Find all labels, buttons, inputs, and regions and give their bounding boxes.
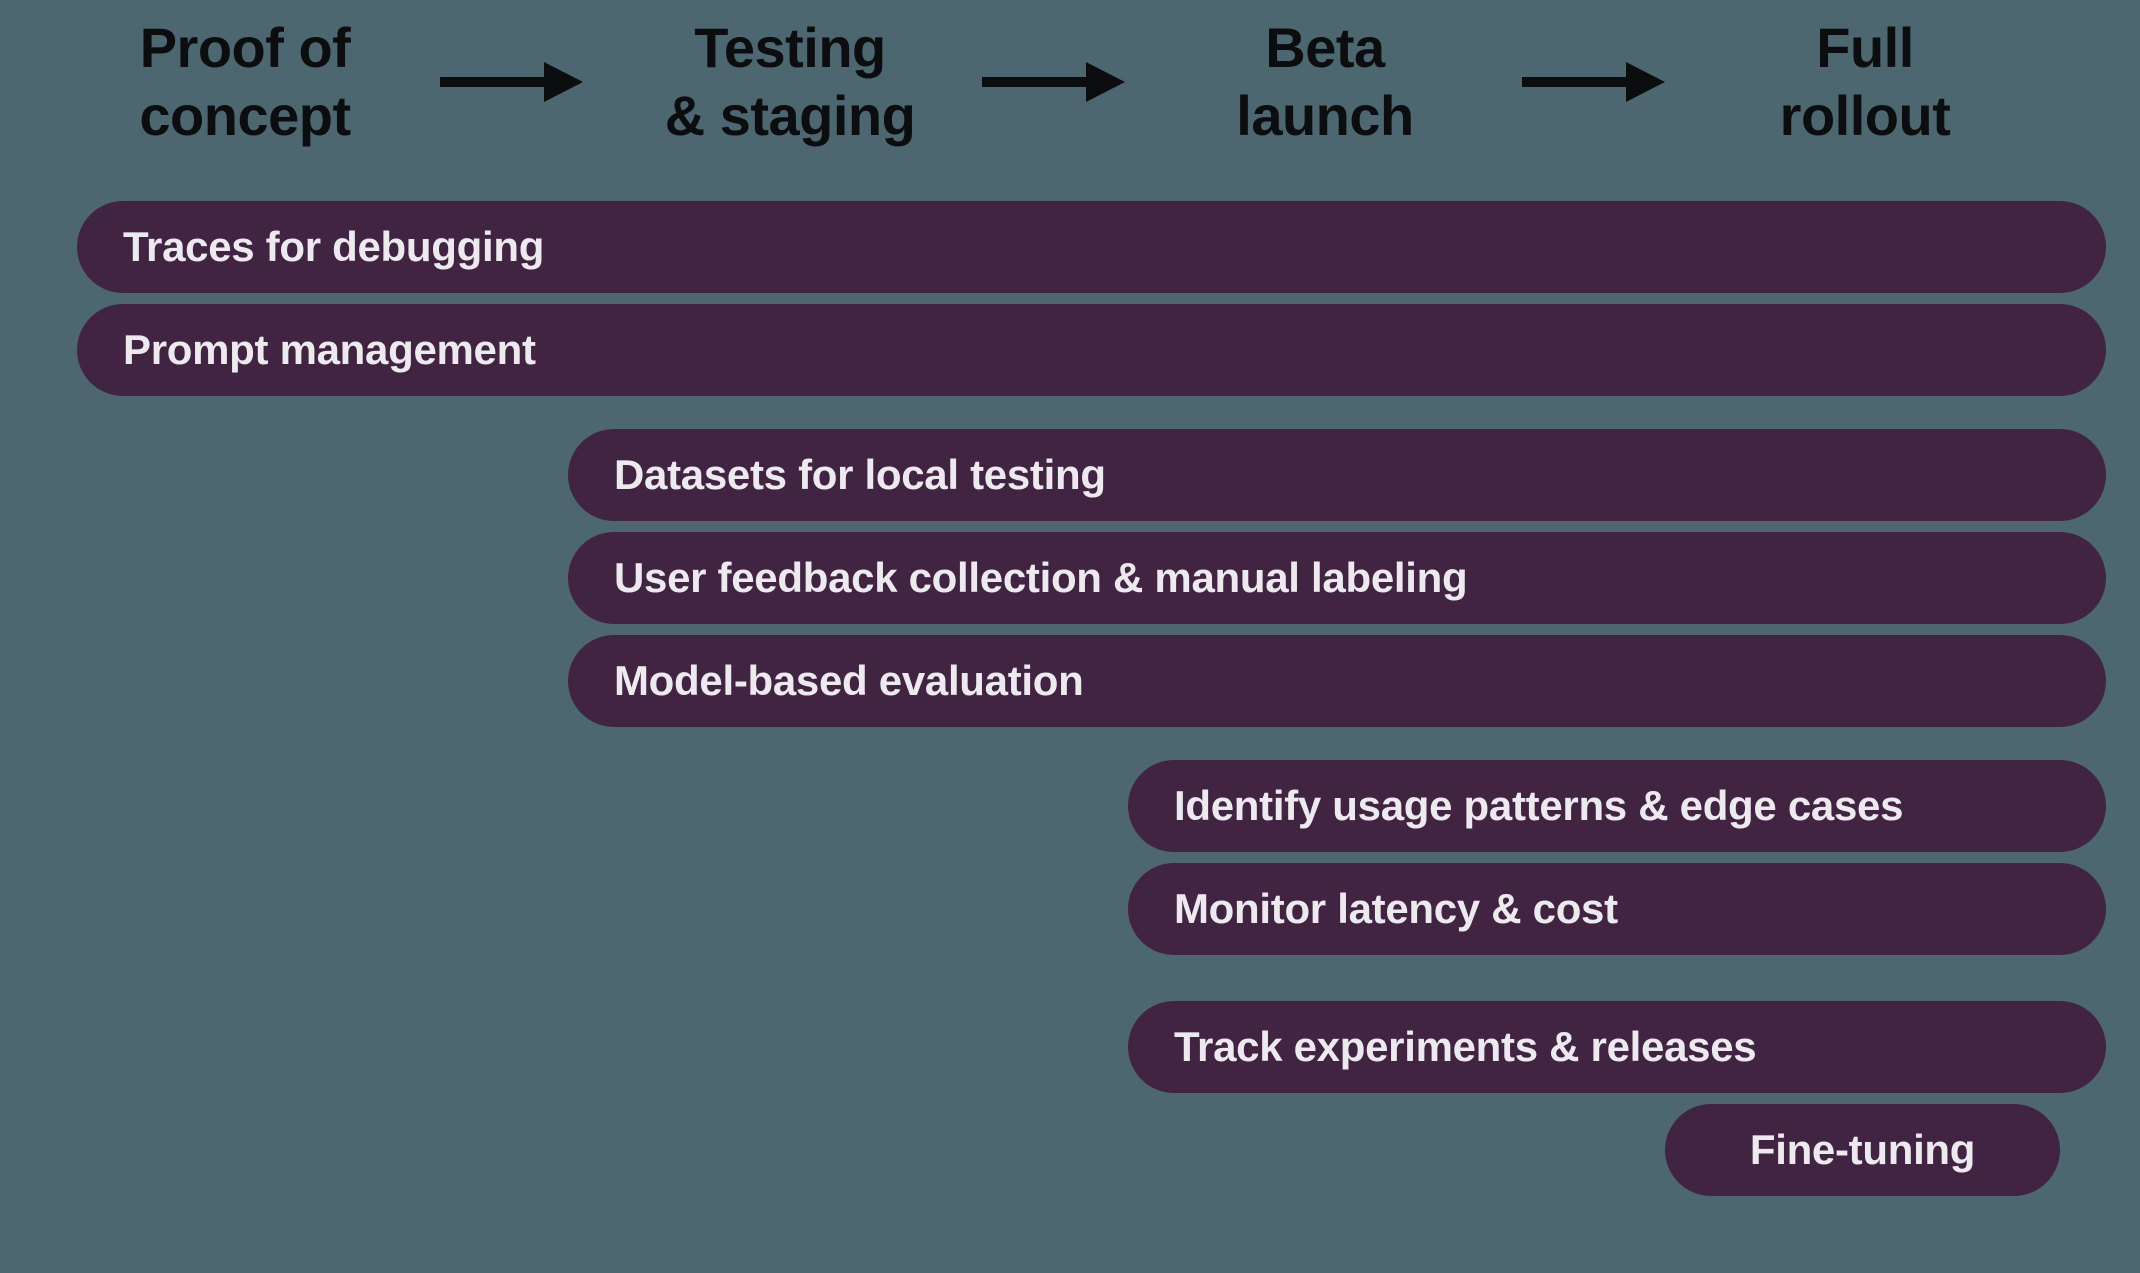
capability-bar: Fine-tuning xyxy=(1665,1104,2060,1196)
phase-arrow-icon xyxy=(440,57,583,107)
capability-bar: Datasets for local testing xyxy=(568,429,2106,521)
phase-label: Proof of concept xyxy=(139,16,351,147)
phase-arrow-icon xyxy=(1522,57,1665,107)
capability-bar: Track experiments & releases xyxy=(1128,1001,2106,1093)
phase-label: Testing & staging xyxy=(664,16,916,147)
phase-label: Beta launch xyxy=(1236,16,1414,147)
capability-label: Datasets for local testing xyxy=(614,451,1106,498)
capability-bar: User feedback collection & manual labeli… xyxy=(568,532,2106,624)
capability-bar: Monitor latency & cost xyxy=(1128,863,2106,955)
capability-label: User feedback collection & manual labeli… xyxy=(614,554,1468,601)
capability-bar: Model-based evaluation xyxy=(568,635,2106,727)
capability-label: Prompt management xyxy=(123,326,536,373)
capability-label: Monitor latency & cost xyxy=(1174,885,1618,932)
capability-bar: Traces for debugging xyxy=(77,201,2106,293)
capability-label: Track experiments & releases xyxy=(1174,1023,1757,1070)
capability-label: Traces for debugging xyxy=(123,223,545,270)
capability-bar: Prompt management xyxy=(77,304,2106,396)
phase-arrow-icon xyxy=(982,57,1125,107)
phase-label: Full rollout xyxy=(1779,16,1951,147)
capability-label: Model-based evaluation xyxy=(614,657,1084,704)
capability-label: Fine-tuning xyxy=(1749,1126,1976,1173)
capability-bar: Identify usage patterns & edge cases xyxy=(1128,760,2106,852)
capability-label: Identify usage patterns & edge cases xyxy=(1174,782,1904,829)
